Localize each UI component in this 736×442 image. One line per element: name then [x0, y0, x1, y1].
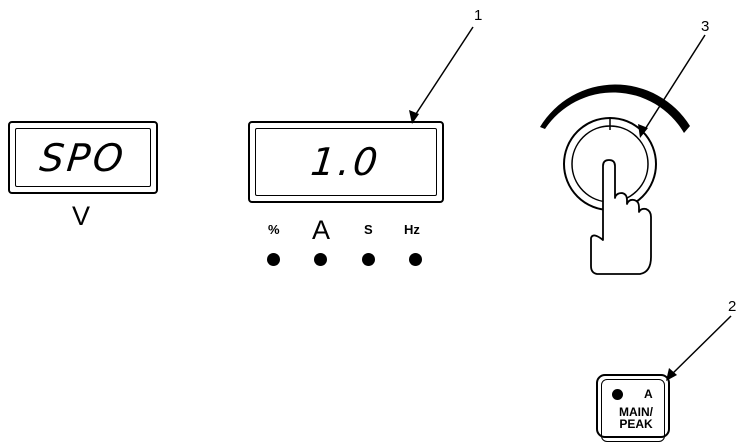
- main-peak-label-line2: PEAK: [619, 417, 653, 431]
- indicator-led-hertz: [409, 253, 422, 266]
- left-display: SPO: [8, 121, 158, 194]
- callout-1-arrowhead: [409, 110, 419, 124]
- unit-label-amps: A: [312, 215, 331, 245]
- main-peak-led-icon: [612, 389, 623, 400]
- knob-rotation-arc-icon: [540, 84, 690, 133]
- left-display-window: SPO: [15, 128, 151, 187]
- callout-2-leader: [667, 315, 732, 379]
- right-display-window: 1.0: [255, 128, 437, 196]
- finger-press-icon: [590, 159, 652, 275]
- left-display-unit: V: [72, 201, 91, 231]
- main-peak-led-label: A: [644, 387, 653, 401]
- callout-2: 2: [728, 298, 736, 315]
- indicator-led-amps: [314, 253, 327, 266]
- callout-1-leader: [411, 26, 474, 121]
- callout-3-arrowhead: [638, 124, 648, 138]
- main-peak-button[interactable]: A MAIN/ PEAK: [596, 374, 670, 442]
- indicator-led-percent: [267, 253, 280, 266]
- unit-label-percent: %: [268, 222, 280, 237]
- callout-1: 1: [474, 7, 483, 24]
- main-peak-button-face: A MAIN/ PEAK: [601, 379, 665, 442]
- unit-label-hertz: Hz: [404, 222, 420, 237]
- indicator-led-seconds: [362, 253, 375, 266]
- right-display: 1.0: [248, 121, 444, 203]
- unit-label-seconds: S: [364, 222, 373, 237]
- callout-3: 3: [701, 18, 710, 35]
- main-peak-label-line1: MAIN/: [619, 405, 653, 419]
- callout-3-leader: [641, 34, 706, 135]
